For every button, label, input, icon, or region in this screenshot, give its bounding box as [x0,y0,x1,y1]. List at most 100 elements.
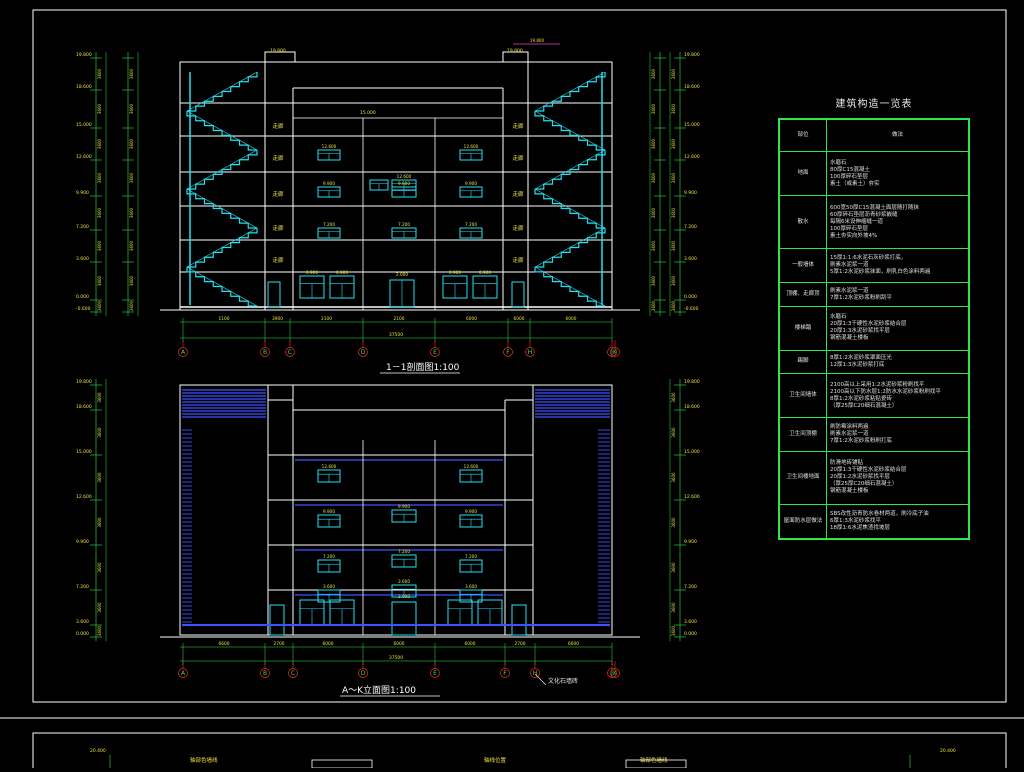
elev-left-level-dim: 3600 [97,602,102,613]
elev-window-label: 7.200 [323,554,335,559]
section-left-inner-level-dim: 3600 [129,207,134,218]
section-left-stair-rail [186,188,258,229]
section-1-title: 1－1剖面图1:100 [386,361,460,373]
section-left-level-mark: 12.600 [76,154,92,160]
section-right-inner-level-dim: 3600 [651,207,656,218]
section-parapet-level: 15.000 [360,110,376,116]
section-left-stair-rail [186,227,258,268]
section-corridor-label-left: 走廊 [272,154,284,162]
elev-window-label: 7.200 [398,549,410,554]
strip-level-mark: 20.400 [90,748,106,754]
section-left-level-mark: -0.600 [76,306,91,312]
section-window-label: 0.900 [479,270,491,275]
section-roof-box [502,51,529,63]
section-axis-bubble [178,347,188,357]
section-left-inner-level-dim: 3600 [129,103,134,114]
section-window-label: 12.600 [322,144,337,149]
section-left-level-mark: 3.600 [76,256,89,262]
section-window-label: 0.900 [336,270,348,275]
elev-dim-value: 2700 [515,641,526,647]
section-right-stair-rail [534,227,606,268]
section-right-inner-level-dim: 3600 [651,275,656,286]
section-axis-bubble [610,347,620,357]
section-axis-label: K [613,349,618,356]
section-leader-text: 19.800 [530,38,544,43]
construction-method: 防滑地砖铺贴 20厚1:3干硬性水泥砂浆结合层 20厚1:2水泥砂浆找平层 （厚… [826,450,969,506]
elev-axis-bubble [358,668,368,678]
elev-axis-label: E [433,670,437,677]
elev-window-label: 12.600 [322,464,337,469]
section-corridor-label-left: 走廊 [272,224,284,232]
section-axis-label: C [288,349,292,356]
elev-axis-bubble [178,668,188,678]
strip-label: 轴部色墙线 [190,756,218,764]
elev-right-level-mark: 0.000 [684,631,697,637]
elev-window-label: 9.900 [465,509,477,514]
section-corridor-label-left: 走廊 [272,190,284,198]
section-right-level-dim: 3600 [671,240,676,251]
section-top-level: 19.800 [270,48,286,54]
section-axis-bubble [607,347,617,357]
elev-axis-label: B [263,670,267,677]
section-right-inner-level-dim: 3600 [651,103,656,114]
elev-roof-box [267,384,294,401]
construction-part: 一般墙体 [779,248,827,284]
section-right-level-dim: 3600 [671,300,676,311]
elev-left-level-dim: 3600 [97,562,102,573]
construction-part: 踢脚 [779,349,827,375]
section-left-level-mark: 19.800 [76,52,92,58]
section-right-level-mark: 7.200 [684,224,697,230]
section-corridor-label-left: 走廊 [272,256,284,264]
elev-window-label: 7.200 [465,554,477,559]
elev-axis-label: C [291,670,295,677]
construction-table-row: 卫生间楼地面防滑地砖铺贴 20厚1:3干硬性水泥砂浆结合层 20厚1:2水泥砂浆… [779,450,969,506]
table-header-part: 部位 [779,118,827,153]
section-corridor-label-right: 走廊 [512,256,524,264]
elev-axis-label: A [181,670,186,677]
elev-axis-bubble [607,668,617,678]
construction-method: SBS改性沥青防水卷材两道，刷冷底子油 6厚1:3水泥砂浆找平 18厚1:6水泥… [826,504,969,539]
construction-table-title: 建筑构造一览表 [835,99,913,110]
construction-part: 卫生间楼地面 [779,450,827,506]
construction-method: 刷素水泥浆一道 7厚1:2水泥砂浆粉刷刮平 [826,282,969,307]
section-window-label: 7.200 [323,222,335,227]
section-axis-label: J [610,349,613,356]
elev-axis-bubble [500,668,510,678]
section-right-stair-rail [534,188,606,229]
elev-left-level-mark: 18.600 [76,404,92,410]
section-left-level-mark: 0.000 [76,294,89,300]
section-window-label: 0.900 [449,270,461,275]
section-right-inner-level-dim: 3600 [651,172,656,183]
section-right-stair-rail [534,266,606,307]
elev-right-level-mark: 15.000 [684,449,700,455]
elev-right-level-dim: 3600 [671,625,676,636]
elev-dim-value: 6600 [568,641,579,647]
elev-right-level-mark: 19.800 [684,379,700,385]
section-right-inner-level-dim: 3600 [651,300,656,311]
construction-table-header: 部位 做法 [779,118,969,153]
section-right-level-dim: 3600 [671,138,676,149]
section-left-level-dim: 3600 [97,207,102,218]
section-right-level-dim: 3600 [671,207,676,218]
construction-part: 顶棚、走廊顶 [779,282,827,307]
elev-left-level-dim: 3600 [97,517,102,528]
construction-table-row: 顶棚、走廊顶刷素水泥浆一道 7厚1:2水泥砂浆粉刷刮平 [779,282,969,307]
elev-axis-bubble [430,668,440,678]
section-side-door [511,281,525,308]
section-door-label: 2.000 [396,272,408,277]
construction-part: 卫生间墙体 [779,373,827,418]
elev-axis-label: D [361,670,366,677]
elev-dim-value: 6600 [219,641,230,647]
elev-left-level-dim: 3600 [97,472,102,483]
construction-table-row: 楼梯踏水磨石 20厚1:3干硬性水泥砂浆结合层 20厚1:3水泥砂浆找平层 钢筋… [779,305,969,351]
section-axis-bubble [260,347,270,357]
section-window-label: 9.900 [465,181,477,186]
elev-left-level-dim: 3600 [97,427,102,438]
section-right-level-mark: -0.600 [684,306,699,312]
construction-method: 15厚1:1:6水泥石灰砂浆打底， 刷素水泥浆一道 5厚1:2水泥砂浆抹面，刷乳… [826,248,969,284]
elev-side-door [511,604,527,636]
